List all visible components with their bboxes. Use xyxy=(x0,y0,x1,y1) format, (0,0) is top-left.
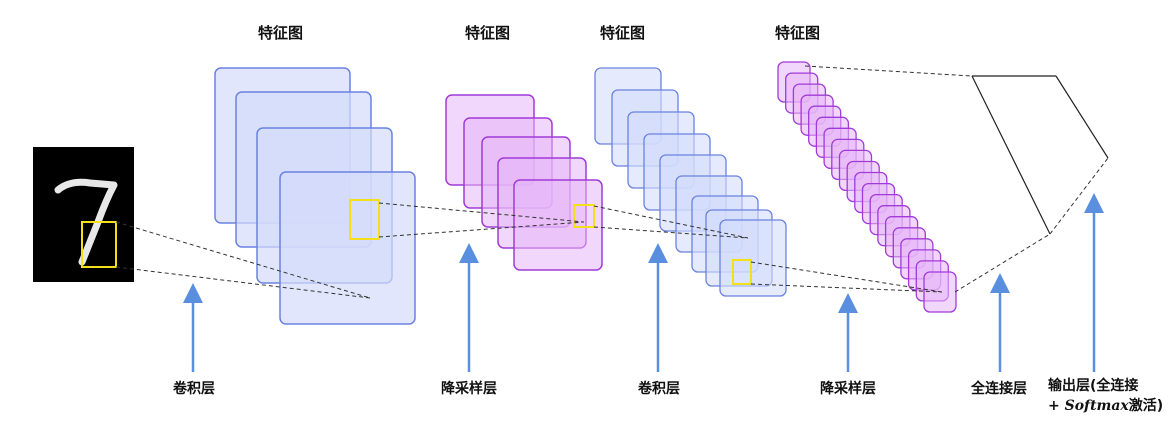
conv2-highlight-box xyxy=(732,259,752,285)
label-fc: 全连接层 xyxy=(971,381,1027,397)
connectors xyxy=(115,65,1109,299)
label-output-line1: 输出层(全连接 xyxy=(1048,378,1139,394)
feature-map-header-4: 特征图 xyxy=(775,24,821,42)
label-pool1: 降采样层 xyxy=(441,381,497,397)
feature-maps-conv1 xyxy=(214,67,416,325)
arrows xyxy=(183,193,1104,372)
feature-map xyxy=(719,219,787,297)
feature-map-header-3: 特征图 xyxy=(600,24,646,42)
feature-map-header-2: 特征图 xyxy=(465,24,511,42)
label-output-line2: + Softmax激活) xyxy=(1048,398,1164,414)
fully-connected-lines xyxy=(971,75,1109,235)
feature-map xyxy=(513,179,603,271)
conv1-highlight-box xyxy=(349,199,380,240)
feature-map-header-1: 特征图 xyxy=(258,24,304,42)
digit-stroke xyxy=(54,178,118,266)
label-output: 输出层(全连接 + Softmax激活) xyxy=(1048,376,1163,416)
feature-maps-pool1 xyxy=(445,94,603,271)
label-pool2: 降采样层 xyxy=(820,381,876,397)
feature-map xyxy=(279,171,416,325)
pool1-highlight-box xyxy=(573,204,595,228)
feature-maps-conv2 xyxy=(594,67,787,297)
label-conv1: 卷积层 xyxy=(173,381,215,397)
receptive-field-box xyxy=(81,221,117,268)
input-image xyxy=(33,147,134,282)
feature-maps-pool2 xyxy=(777,61,957,313)
label-conv2: 卷积层 xyxy=(638,381,680,397)
